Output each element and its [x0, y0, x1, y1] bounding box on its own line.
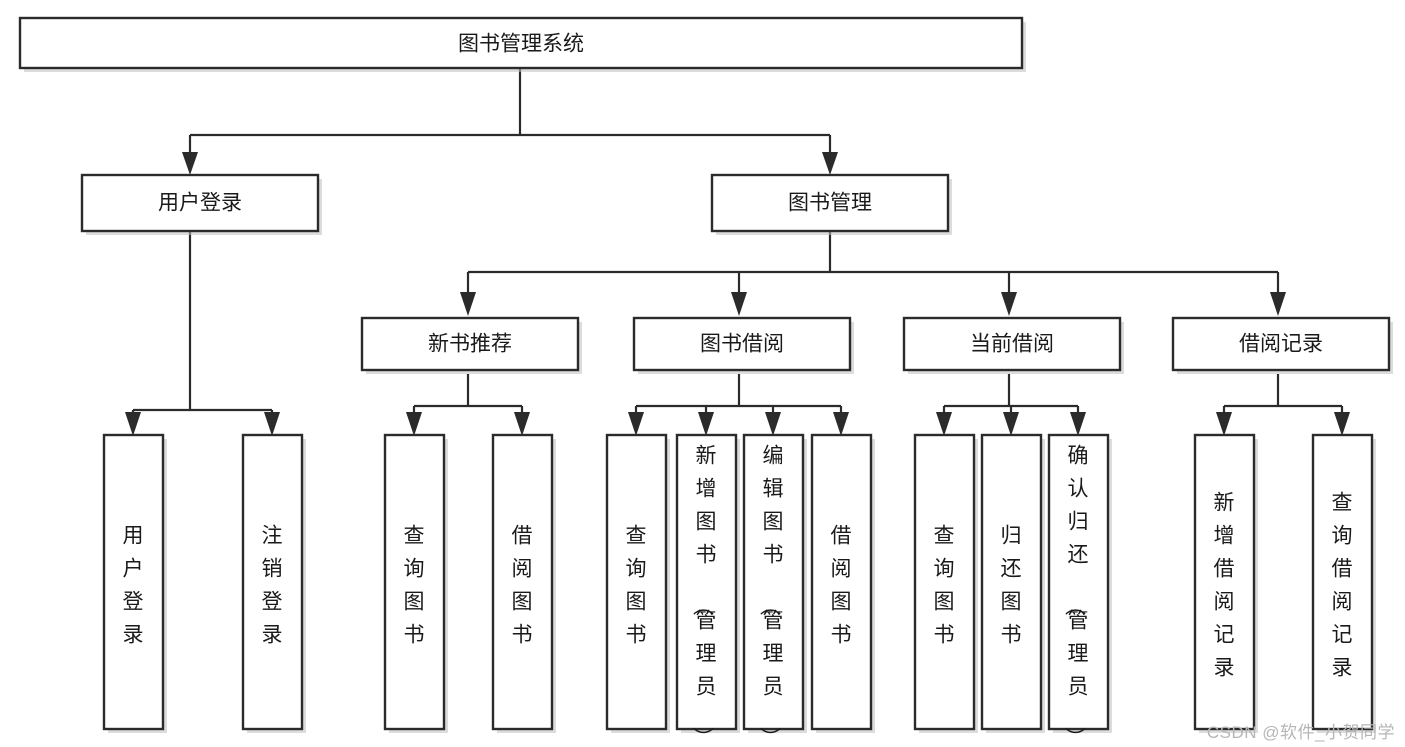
arrow-to-book-borrow — [731, 292, 747, 316]
node-borrow-record[interactable]: 借阅记录 — [1171, 316, 1393, 374]
arrow-to-leaf-query-book-2 — [628, 412, 644, 436]
leaf-node[interactable]: 确认归还（管理员） — [1047, 433, 1112, 747]
leaf-box — [605, 433, 668, 731]
leaf-node[interactable]: 借阅图书 — [491, 433, 556, 733]
borrow-record-box — [1171, 316, 1391, 372]
arrow-to-borrow-record — [1270, 292, 1286, 316]
leaf-label: 注销登录 — [262, 525, 283, 647]
arrow-to-new-book-recommend — [460, 292, 476, 316]
leaf-box — [980, 433, 1043, 731]
user-login-box — [80, 173, 320, 233]
node-user-login[interactable]: 用户登录 — [80, 173, 322, 235]
leaf-label: 用户登录 — [123, 525, 144, 647]
leaf-label: 查询图书 — [934, 525, 955, 647]
arrow-to-leaf-query-book-1 — [406, 412, 422, 436]
leaf-label: 编辑图书（管理员） — [758, 445, 784, 747]
root-label: 图书管理系统 — [458, 33, 584, 56]
new-book-recommend-label: 新书推荐 — [428, 333, 512, 356]
leaf-box — [913, 433, 976, 731]
leaf-node[interactable]: 归还图书 — [980, 433, 1045, 733]
leaf-label: 归还图书 — [1001, 525, 1022, 647]
leaf-box — [1193, 433, 1256, 731]
leaf-box — [675, 433, 738, 731]
leaf-box — [810, 433, 873, 731]
csdn-watermark: CSDN @软件_小贺同学 — [1206, 723, 1395, 742]
arrow-to-leaf-user-login — [125, 412, 141, 436]
leaf-label: 借阅图书 — [512, 525, 533, 647]
node-new-book-recommend[interactable]: 新书推荐 — [360, 316, 582, 374]
arrow-to-user-login — [182, 152, 198, 175]
current-borrow-label: 当前借阅 — [970, 333, 1054, 356]
leaf-node[interactable]: 借阅图书 — [810, 433, 875, 733]
arrow-to-leaf-confirm-return — [1070, 412, 1086, 436]
arrow-to-current-borrow — [1001, 292, 1017, 316]
leaf-box — [1311, 433, 1374, 731]
leaf-box — [383, 433, 446, 731]
leaf-label: 查询图书 — [404, 525, 425, 647]
new-book-recommend-box — [360, 316, 580, 372]
leaf-node[interactable]: 新增图书（管理员） — [675, 433, 740, 747]
book-manage-box — [710, 173, 950, 233]
arrow-to-leaf-return-book — [1003, 412, 1019, 436]
root-box — [18, 16, 1024, 70]
leaf-label: 借阅图书 — [831, 525, 852, 647]
arrow-to-leaf-borrow-book-1 — [514, 412, 530, 436]
leaf-node[interactable]: 注销登录 — [241, 433, 306, 733]
arrow-to-leaf-add-record — [1216, 412, 1232, 436]
node-root-book-management-system[interactable]: 图书管理系统 — [18, 16, 1026, 72]
leaf-node[interactable]: 查询图书 — [913, 433, 978, 733]
leaf-label: 查询图书 — [626, 525, 647, 647]
arrow-to-leaf-add-book — [698, 412, 714, 436]
node-current-borrow[interactable]: 当前借阅 — [902, 316, 1124, 374]
node-book-borrow[interactable]: 图书借阅 — [632, 316, 854, 374]
leaf-box — [102, 433, 165, 731]
leaf-node[interactable]: 查询借阅记录 — [1311, 433, 1376, 733]
leaf-box — [742, 433, 805, 731]
arrow-to-leaf-query-record — [1334, 412, 1350, 436]
borrow-record-label: 借阅记录 — [1239, 333, 1323, 356]
leaf-box — [241, 433, 304, 731]
user-login-label: 用户登录 — [158, 192, 242, 215]
leaf-label: 新增借阅记录 — [1214, 492, 1235, 680]
book-borrow-box — [632, 316, 852, 372]
connector-layer — [125, 68, 1350, 436]
arrow-to-leaf-logout-login — [264, 412, 280, 436]
leaf-node[interactable]: 查询图书 — [383, 433, 448, 733]
leaf-label: 新增图书（管理员） — [691, 445, 717, 747]
current-borrow-box — [902, 316, 1122, 372]
leaf-label: 查询借阅记录 — [1332, 492, 1353, 680]
leaf-node[interactable]: 用户登录 — [102, 433, 167, 733]
arrow-to-leaf-edit-book — [765, 412, 781, 436]
leaf-box — [1047, 433, 1110, 731]
arrow-to-book-manage — [822, 152, 838, 175]
leaf-node[interactable]: 新增借阅记录 — [1193, 433, 1258, 733]
leaf-node[interactable]: 查询图书 — [605, 433, 670, 733]
node-book-manage[interactable]: 图书管理 — [710, 173, 952, 235]
leaf-label: 确认归还（管理员） — [1063, 445, 1089, 747]
arrow-to-leaf-query-book-3 — [936, 412, 952, 436]
book-borrow-label: 图书借阅 — [700, 333, 784, 356]
leaf-box — [491, 433, 554, 731]
arrow-to-leaf-borrow-book-2 — [833, 412, 849, 436]
book-manage-label: 图书管理 — [788, 192, 872, 215]
leaf-node[interactable]: 编辑图书（管理员） — [742, 433, 807, 747]
